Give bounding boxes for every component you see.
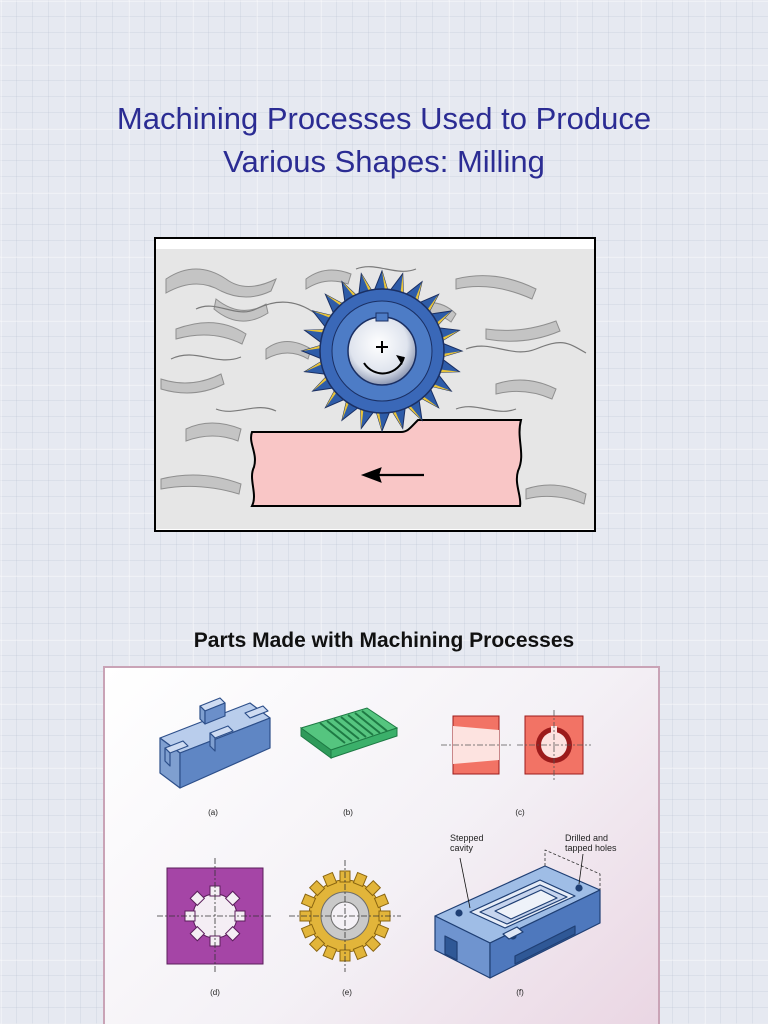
slide-title: Machining Processes Used to Produce Vari… bbox=[0, 97, 768, 183]
part-f-cavity-block-icon bbox=[434, 849, 601, 979]
workpiece bbox=[250, 419, 523, 507]
annotation-drilled-holes: Drilled and tapped holes bbox=[565, 833, 617, 853]
slide-title: Parts Made with Machining Processes bbox=[193, 629, 575, 652]
part-e-gear-icon bbox=[289, 860, 401, 972]
caption-d: (d) bbox=[210, 988, 220, 997]
milling-illustration bbox=[154, 237, 596, 532]
title-line-2: Various Shapes: Milling bbox=[223, 144, 545, 179]
annotation-drilled-line2: tapped holes bbox=[565, 843, 617, 853]
milling-cutter-icon bbox=[301, 269, 463, 432]
parts-drawings bbox=[157, 697, 601, 979]
annotation-stepped-cavity: Stepped cavity bbox=[450, 833, 484, 853]
caption-a: (a) bbox=[208, 808, 218, 817]
part-a-block-icon bbox=[159, 697, 271, 789]
annotation-stepped-line1: Stepped bbox=[450, 833, 484, 843]
part-d-spline-plate-icon bbox=[157, 858, 273, 974]
caption-e: (e) bbox=[342, 988, 352, 997]
title-line-1: Machining Processes Used to Produce bbox=[116, 101, 652, 136]
annotation-stepped-line2: cavity bbox=[450, 843, 474, 853]
caption-f: (f) bbox=[516, 988, 524, 997]
slide-parts: Parts Made with Machining Processes bbox=[0, 575, 768, 1024]
milling-drawing bbox=[156, 239, 594, 530]
part-c-sleeve-icon bbox=[441, 710, 591, 780]
caption-b: (b) bbox=[343, 808, 353, 817]
workpiece-arrow-icon bbox=[360, 467, 424, 483]
slide-milling: Machining Processes Used to Produce Vari… bbox=[0, 0, 768, 575]
caption-c: (c) bbox=[515, 808, 525, 817]
parts-figure: (a) (b) (c) (d) (e) (f) Stepped cavity D… bbox=[103, 666, 660, 1024]
part-b-rack-icon bbox=[299, 707, 399, 759]
annotation-drilled-line1: Drilled and bbox=[565, 833, 609, 843]
